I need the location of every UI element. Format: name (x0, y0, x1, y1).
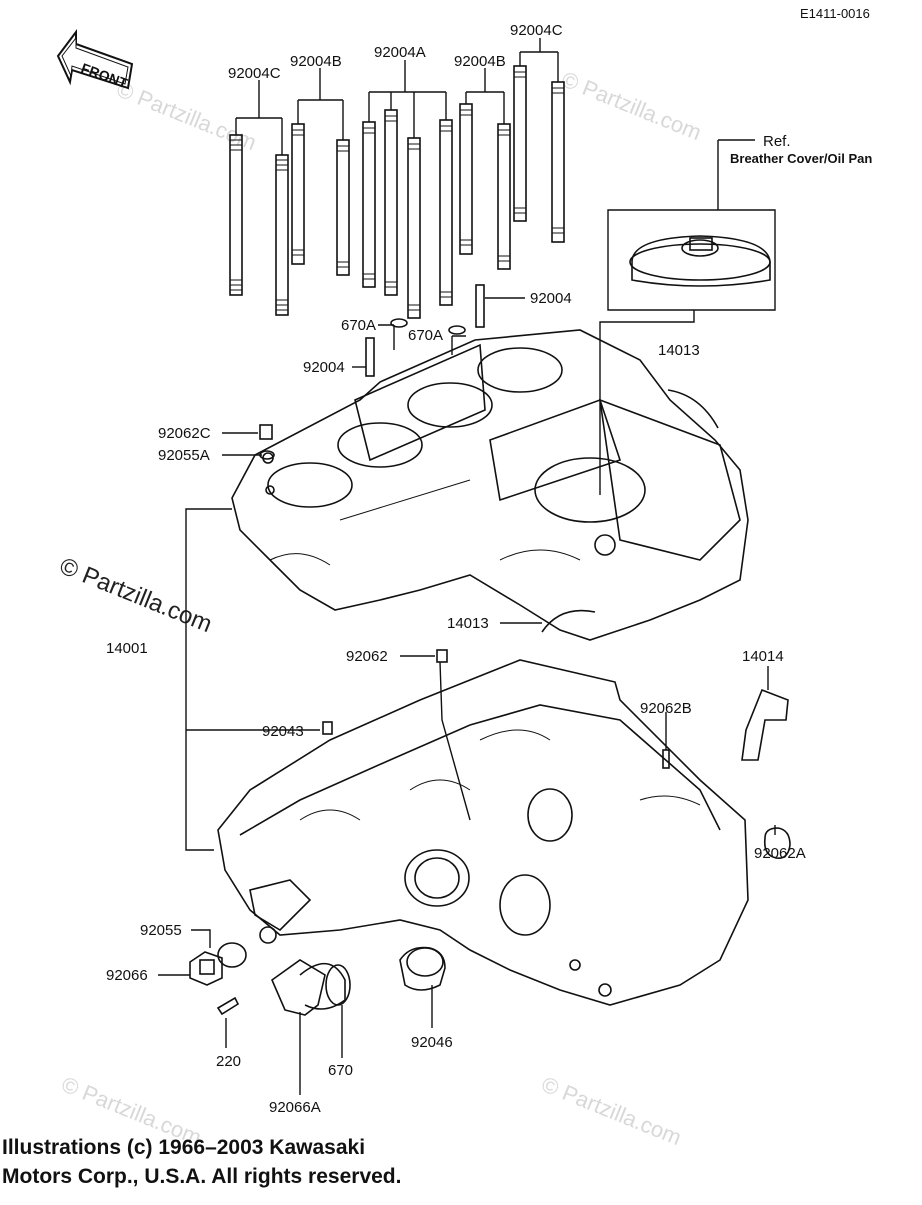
label-92066: 92066 (106, 967, 148, 984)
leader-lines (158, 432, 776, 1095)
label-670A-left: 670A (341, 317, 376, 334)
label-92062C: 92062C (158, 425, 211, 442)
label-92004C-right: 92004C (510, 22, 563, 39)
watermark-2: © Partzilla.com (558, 66, 705, 145)
label-14014: 14014 (742, 648, 784, 665)
label-92046: 92046 (411, 1034, 453, 1051)
label-92004B-right: 92004B (454, 53, 506, 70)
small-parts-lower (189, 942, 446, 1016)
label-92066A: 92066A (269, 1099, 321, 1116)
crankcase-bracket (185, 508, 320, 851)
label-220: 220 (216, 1053, 241, 1070)
lower-crankcase (217, 659, 749, 1006)
breather-cover: Ref. Breather Cover/Oil Pan (599, 133, 872, 495)
label-92004C-left: 92004C (228, 65, 281, 82)
label-92055: 92055 (140, 922, 182, 939)
ref-code: E1411-0016 (800, 6, 870, 21)
label-92004-right: 92004 (530, 290, 572, 307)
bearing-14013-top (667, 389, 719, 429)
copyright-line-1: Illustrations (c) 1966–2003 Kawasaki (2, 1136, 366, 1159)
watermark-4: © Partzilla.com (538, 1071, 685, 1150)
small-parts-upper (259, 424, 791, 860)
front-arrow-icon: FRONT (56, 29, 134, 91)
bearing-14013-mid (541, 609, 596, 633)
upper-crankcase (231, 329, 749, 641)
breather-ref-text: Breather Cover/Oil Pan (730, 151, 872, 166)
label-92062B: 92062B (640, 700, 692, 717)
copyright-line-2: Motors Corp., U.S.A. All rights reserved… (2, 1165, 402, 1188)
label-92055A: 92055A (158, 447, 210, 464)
label-14001: 14001 (106, 640, 148, 657)
label-92043: 92043 (262, 723, 304, 740)
cylinder-studs (229, 65, 565, 377)
label-92062: 92062 (346, 648, 388, 665)
label-670: 670 (328, 1062, 353, 1079)
label-14013-top: 14013 (658, 342, 700, 359)
breather-ref-label: Ref. (763, 133, 791, 150)
watermark-1: © Partzilla.com (113, 76, 260, 155)
part-labels: 92004C 92004B 92004A 92004B 92004C 92004… (106, 22, 806, 1116)
label-670A-right: 670A (408, 327, 443, 344)
label-92004B-left: 92004B (290, 53, 342, 70)
watermark-side: © Partzilla.com (56, 553, 216, 639)
label-92062A: 92062A (754, 845, 806, 862)
copyright-notice: Illustrations (c) 1966–2003 Kawasaki Mot… (2, 1133, 401, 1191)
label-14013-mid: 14013 (447, 615, 489, 632)
label-92004-left: 92004 (303, 359, 345, 376)
label-92004A: 92004A (374, 44, 426, 61)
stud-callout-lines (235, 38, 559, 368)
